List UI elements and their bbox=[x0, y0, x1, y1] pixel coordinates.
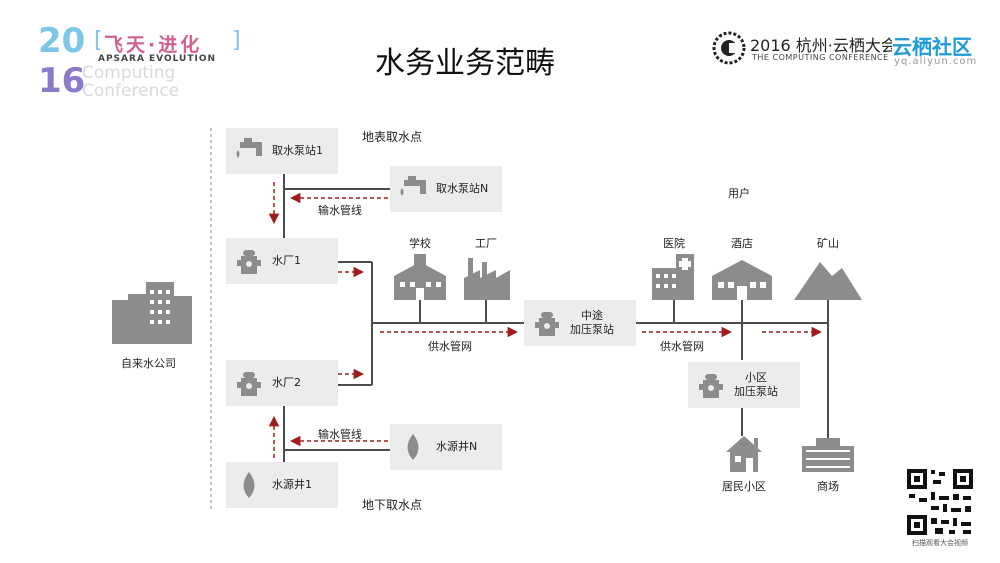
residential-label: 居民小区 bbox=[722, 480, 766, 493]
pipeline-bottom-label: 输水管线 bbox=[318, 428, 362, 441]
users-label: 用户 bbox=[728, 187, 750, 200]
computing-bg-text: Computing Conference bbox=[82, 64, 179, 100]
year-bottom: 16 bbox=[38, 61, 86, 101]
residential-pump-station-box: 小区 加压泵站 bbox=[688, 362, 800, 408]
hotel-label: 酒店 bbox=[731, 237, 753, 250]
hospital-label: 医院 bbox=[663, 237, 685, 250]
conference-emblem-icon bbox=[712, 31, 746, 65]
hotel-icon bbox=[712, 260, 772, 300]
underground-water-label: 地下取水点 bbox=[362, 498, 423, 512]
fire-hydrant-icon bbox=[237, 372, 261, 396]
slogan: 飞天·进化 bbox=[104, 34, 203, 56]
pump-station-1-box: 取水泵站1 bbox=[226, 128, 338, 174]
faucet-icon bbox=[400, 176, 426, 196]
water-plant-2-box: 水厂2 bbox=[226, 360, 338, 406]
supply-network-label-2: 供水管网 bbox=[660, 340, 704, 353]
water-source-n-label: 水源井N bbox=[436, 440, 478, 453]
qr-caption: 扫描观看大会视频 bbox=[912, 539, 968, 547]
school-label: 学校 bbox=[409, 237, 431, 250]
mine-label: 矿山 bbox=[817, 237, 839, 250]
surface-water-label: 地表取水点 bbox=[362, 130, 423, 144]
mid-pump-station-label: 中途 加压泵站 bbox=[570, 309, 614, 337]
res-pump-line-2: 加压泵站 bbox=[734, 385, 778, 398]
pipeline-top-label: 输水管线 bbox=[318, 204, 362, 217]
slogan-sub: APSARA EVOLUTION bbox=[98, 54, 217, 64]
mall-label: 商场 bbox=[817, 480, 839, 493]
conference-line1: 2016 杭州·云栖大会 bbox=[750, 36, 897, 55]
residential-pump-station-label: 小区 加压泵站 bbox=[734, 371, 778, 399]
residential-house-icon bbox=[726, 436, 762, 472]
water-plant-1-box: 水厂1 bbox=[226, 238, 338, 284]
hospital-icon bbox=[652, 254, 694, 300]
page-title: 水务业务范畴 bbox=[375, 46, 555, 81]
school-icon bbox=[394, 254, 446, 300]
community-url: yq.aliyun.com bbox=[894, 56, 978, 67]
bg-text-computing: Computing bbox=[82, 63, 176, 83]
water-source-1-box: 水源井1 bbox=[226, 462, 338, 508]
water-source-n-box: 水源井N bbox=[390, 424, 502, 470]
water-plant-2-label: 水厂2 bbox=[272, 376, 301, 389]
res-pump-line-1: 小区 bbox=[745, 371, 767, 384]
water-company-label: 自来水公司 bbox=[121, 357, 176, 370]
water-drop-icon bbox=[407, 434, 419, 460]
qr-code-icon bbox=[906, 468, 974, 536]
water-source-1-label: 水源井1 bbox=[272, 478, 312, 491]
mine-mountain-icon bbox=[794, 262, 862, 300]
water-plant-1-label: 水厂1 bbox=[272, 254, 301, 267]
mall-icon bbox=[802, 438, 854, 472]
apsara-logo: Computing Conference 20 16 [ 飞天·进化 ] APS… bbox=[38, 24, 258, 104]
mid-pump-station-box: 中途 加压泵站 bbox=[524, 300, 636, 346]
factory-icon bbox=[464, 258, 510, 300]
year-top: 20 bbox=[38, 21, 86, 61]
mid-pump-line-1: 中途 bbox=[581, 309, 603, 322]
slogan-bracket: [ bbox=[94, 28, 103, 53]
slogan-bracket-right: ] bbox=[232, 28, 241, 53]
community-name: 云栖社区 bbox=[892, 31, 972, 60]
pump-station-1-label: 取水泵站1 bbox=[272, 144, 323, 157]
factory-label: 工厂 bbox=[475, 237, 497, 250]
water-company-building-icon bbox=[112, 282, 192, 344]
fire-hydrant-icon bbox=[699, 374, 723, 398]
pump-station-n-box: 取水泵站N bbox=[390, 166, 502, 212]
supply-network-label-1: 供水管网 bbox=[428, 340, 472, 353]
faucet-icon bbox=[236, 138, 262, 158]
bg-text-conference: Conference bbox=[82, 81, 180, 101]
water-drop-icon bbox=[243, 472, 255, 498]
mid-pump-line-2: 加压泵站 bbox=[570, 323, 614, 336]
conference-line2: THE COMPUTING CONFERENCE bbox=[752, 53, 889, 62]
conference-logo: 2016 杭州·云栖大会 THE COMPUTING CONFERENCE 云栖… bbox=[712, 30, 982, 80]
fire-hydrant-icon bbox=[535, 312, 559, 336]
fire-hydrant-icon bbox=[237, 250, 261, 274]
pump-station-n-label: 取水泵站N bbox=[436, 182, 489, 195]
